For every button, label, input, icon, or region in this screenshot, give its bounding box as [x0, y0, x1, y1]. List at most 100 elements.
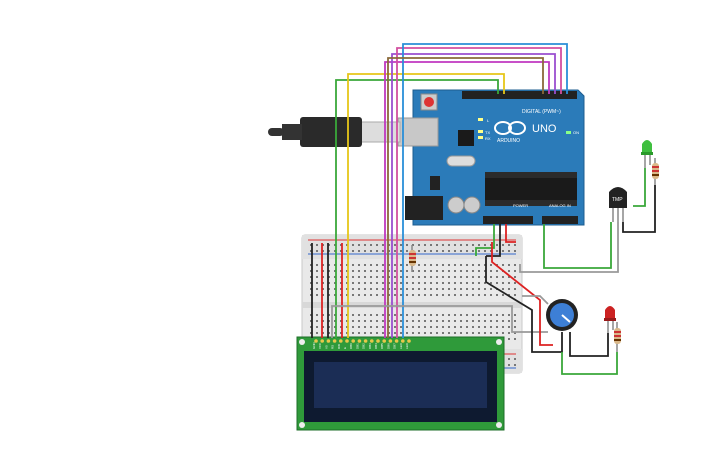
- potentiometer[interactable]: [546, 299, 578, 331]
- breadboard-hole: [424, 276, 426, 278]
- breadboard-hole: [364, 314, 366, 316]
- breadboard-hole: [460, 332, 462, 334]
- breadboard-hole: [484, 314, 486, 316]
- breadboard-hole: [430, 250, 432, 252]
- breadboard-hole: [430, 282, 432, 284]
- breadboard-hole: [382, 332, 384, 334]
- breadboard-hole: [460, 294, 462, 296]
- lcd-pin: [326, 339, 331, 343]
- breadboard-hole: [382, 276, 384, 278]
- breadboard-hole: [514, 288, 516, 290]
- breadboard-hole: [400, 294, 402, 296]
- breadboard-hole: [478, 294, 480, 296]
- breadboard-hole: [490, 326, 492, 328]
- lcd-pin-label: DB4: [374, 343, 378, 349]
- breadboard-hole: [454, 250, 456, 252]
- breadboard-hole: [484, 244, 486, 246]
- wire-pot-gray-2: [522, 295, 549, 305]
- breadboard-hole: [514, 314, 516, 316]
- breadboard-hole: [346, 288, 348, 290]
- breadboard-hole: [502, 332, 504, 334]
- breadboard-hole: [364, 326, 366, 328]
- breadboard-hole: [316, 244, 318, 246]
- breadboard-hole: [388, 276, 390, 278]
- breadboard-hole: [472, 320, 474, 322]
- breadboard-hole: [322, 294, 324, 296]
- breadboard-hole: [424, 326, 426, 328]
- breadboard-hole: [454, 294, 456, 296]
- breadboard-hole: [364, 288, 366, 290]
- breadboard-hole: [442, 282, 444, 284]
- breadboard-hole: [400, 250, 402, 252]
- breadboard-hole: [328, 276, 330, 278]
- breadboard-hole: [346, 250, 348, 252]
- breadboard-hole: [412, 282, 414, 284]
- breadboard-hole: [400, 244, 402, 246]
- breadboard-hole: [484, 326, 486, 328]
- breadboard-hole: [514, 264, 516, 266]
- breadboard-hole: [382, 250, 384, 252]
- capacitor-1: [447, 196, 465, 214]
- rx-led: [478, 136, 483, 139]
- breadboard-hole: [322, 288, 324, 290]
- breadboard-hole: [364, 282, 366, 284]
- breadboard-hole: [328, 288, 330, 290]
- breadboard-hole: [370, 294, 372, 296]
- breadboard-hole: [316, 282, 318, 284]
- breadboard-hole: [442, 294, 444, 296]
- breadboard-hole: [346, 276, 348, 278]
- breadboard-hole: [514, 364, 516, 366]
- breadboard-hole: [340, 270, 342, 272]
- tx-label: TX: [485, 130, 490, 135]
- breadboard-hole: [466, 314, 468, 316]
- usb-chip: [458, 130, 474, 146]
- breadboard-hole: [322, 264, 324, 266]
- lcd-pin-label: DB1: [355, 343, 359, 349]
- wire-pot-gray: [569, 332, 609, 357]
- wire-pot-green: [561, 352, 618, 375]
- breadboard-hole: [496, 250, 498, 252]
- breadboard-hole: [346, 294, 348, 296]
- breadboard-hole: [514, 282, 516, 284]
- breadboard-hole: [400, 282, 402, 284]
- breadboard-hole: [484, 332, 486, 334]
- usb-cable[interactable]: [268, 117, 401, 147]
- crystal-oscillator: [446, 155, 476, 167]
- wire-blue: [402, 43, 568, 338]
- lcd-pin: [394, 339, 399, 343]
- reset-button-cap[interactable]: [424, 97, 434, 107]
- breadboard-hole: [430, 314, 432, 316]
- breadboard-hole: [370, 314, 372, 316]
- green-led[interactable]: [641, 140, 653, 168]
- breadboard-hole: [424, 288, 426, 290]
- digital-header-label: DIGITAL (PWM~): [522, 109, 561, 115]
- digital-header: [462, 91, 577, 99]
- breadboard-hole: [340, 244, 342, 246]
- breadboard-hole: [358, 326, 360, 328]
- arduino-board[interactable]: UNO ARDUINO DIGITAL (PWM~) POWER ANALOG …: [397, 89, 585, 226]
- red-led[interactable]: [604, 306, 616, 333]
- breadboard-hole: [442, 288, 444, 290]
- breadboard-hole: [496, 294, 498, 296]
- temperature-sensor[interactable]: TMP: [609, 187, 627, 222]
- breadboard-hole: [454, 288, 456, 290]
- breadboard-hole: [472, 332, 474, 334]
- resistor-red-led[interactable]: [614, 322, 621, 352]
- breadboard-hole: [346, 332, 348, 334]
- breadboard-hole: [478, 276, 480, 278]
- breadboard-hole: [430, 320, 432, 322]
- breadboard-hole: [460, 326, 462, 328]
- resistor-breadboard[interactable]: [409, 245, 416, 272]
- breadboard-hole: [508, 326, 510, 328]
- breadboard-hole: [328, 244, 330, 246]
- breadboard-hole: [460, 320, 462, 322]
- resistor-green-led[interactable]: [652, 158, 659, 185]
- wire-sensor-green: [543, 222, 612, 269]
- breadboard-hole: [418, 244, 420, 246]
- breadboard-hole: [334, 276, 336, 278]
- breadboard-hole: [340, 250, 342, 252]
- breadboard-hole: [334, 282, 336, 284]
- lcd-pin: [332, 339, 337, 343]
